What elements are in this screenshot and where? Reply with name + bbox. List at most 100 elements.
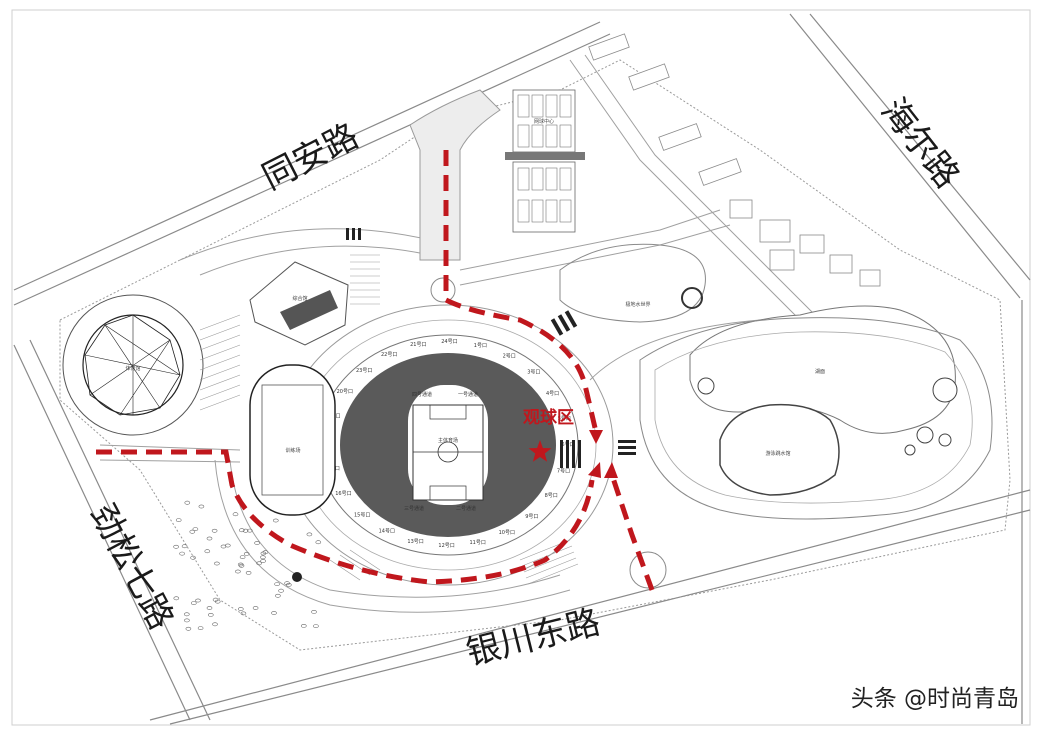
tree-mark (192, 527, 199, 532)
gate-label: 23号口 (356, 368, 372, 374)
tree-mark (275, 593, 281, 598)
tree-mark (197, 626, 204, 631)
south-marker (292, 572, 302, 582)
gate-label: 5号口 (558, 416, 571, 422)
tree-mark (208, 613, 214, 617)
gate-label: 9号口 (525, 514, 538, 520)
gate-label: 14号口 (379, 529, 395, 535)
map-frame (11, 9, 1031, 726)
tree-mark (311, 610, 317, 614)
tree-mark (237, 562, 244, 567)
tree-cluster (173, 500, 322, 631)
tree-mark (211, 528, 218, 533)
watermark: 头条 @时尚青岛 (850, 686, 1019, 712)
tree-mark (313, 624, 319, 629)
site-paths (99, 54, 816, 613)
passage-south-1: 三号通道 (404, 505, 424, 512)
water-world-label: 极地水世界 (625, 301, 650, 308)
tree-mark (195, 598, 201, 603)
dome-label: 体育馆 (125, 365, 140, 372)
passage-north-1: 四号通道 (412, 391, 432, 398)
tree-mark (190, 555, 196, 560)
gate-label: 3号口 (527, 370, 540, 376)
tree-mark (272, 518, 279, 523)
gate-label: 11号口 (470, 540, 486, 546)
natatorium-label: 游泳跳水馆 (765, 450, 790, 457)
gate-label: 13号口 (407, 539, 423, 545)
gate-label: 12号口 (438, 543, 454, 549)
north-plaza (409, 89, 501, 261)
tree-mark (173, 544, 179, 549)
route-west-south (96, 449, 595, 585)
gymnasium-block: 综合馆 (249, 261, 349, 346)
tree-mark (198, 504, 205, 509)
gate-label: 24号口 (441, 339, 457, 345)
tree-mark (278, 588, 284, 593)
tree-mark (206, 536, 213, 541)
tree-mark (315, 540, 322, 545)
tree-mark (284, 581, 290, 586)
tree-mark (306, 532, 313, 537)
training-field-label: 训练场 (285, 447, 300, 454)
gate-label: 22号口 (381, 352, 397, 358)
tree-mark (212, 597, 219, 602)
lake-label: 湖面 (815, 368, 825, 375)
arrow-icon (604, 462, 618, 478)
water-world: 极地水世界 (559, 243, 706, 323)
east-garden (697, 377, 958, 456)
tree-mark (206, 606, 213, 610)
tree-mark (262, 550, 269, 555)
road-network (13, 13, 1031, 725)
tree-mark (184, 500, 191, 505)
tree-mark (204, 549, 211, 554)
gate-label: 20号口 (337, 389, 353, 395)
star-icon (528, 440, 552, 462)
tree-mark (274, 582, 280, 587)
tennis-center: 网球中心 (505, 89, 585, 233)
tree-mark (242, 528, 249, 533)
tree-mark (235, 569, 241, 574)
tree-mark (247, 528, 253, 533)
gate-label: 16号口 (335, 491, 351, 497)
arrow-icon (588, 462, 601, 478)
tree-mark (179, 551, 185, 556)
east-venue-ring-inner (654, 331, 973, 504)
main-stadium-label: 主体育场 (438, 437, 458, 444)
tennis-center-label: 网球中心 (534, 118, 554, 125)
gate-label: 15号口 (354, 512, 370, 518)
gate-label: 21号口 (410, 342, 426, 348)
viewing-area-label: 观球区 (522, 408, 574, 428)
tree-mark (181, 544, 188, 549)
tree-mark (254, 541, 260, 545)
route-north (443, 150, 599, 433)
tree-mark (239, 528, 245, 533)
tree-mark (256, 561, 262, 566)
gate-label: 8号口 (545, 493, 558, 499)
north-roundabout (430, 277, 456, 303)
gymnasium-label: 综合馆 (292, 295, 307, 302)
route-southeast (609, 474, 655, 591)
tree-mark (300, 624, 307, 628)
tree-mark (185, 626, 192, 631)
tree-mark (220, 544, 227, 549)
tree-mark (173, 596, 180, 601)
tree-mark (189, 529, 196, 534)
dome-gymnasium: 体育馆 (62, 294, 204, 436)
tree-mark (238, 607, 244, 611)
passage-south-2: 二号通道 (456, 505, 476, 512)
soccer-field: 主体育场 (412, 404, 484, 501)
natatorium: 游泳跳水馆 (719, 403, 840, 496)
tree-mark (214, 561, 220, 566)
east-venue-ring (639, 317, 993, 520)
gate-label: 4号口 (546, 391, 559, 397)
viewing-route (96, 150, 655, 591)
tree-mark (252, 606, 259, 610)
tree-mark (260, 559, 266, 563)
tree-mark (243, 552, 250, 556)
tree-mark (175, 518, 182, 523)
tree-mark (271, 611, 277, 615)
gate-label: 2号口 (503, 353, 516, 359)
route-arrows (588, 430, 618, 478)
tree-mark (260, 551, 267, 556)
